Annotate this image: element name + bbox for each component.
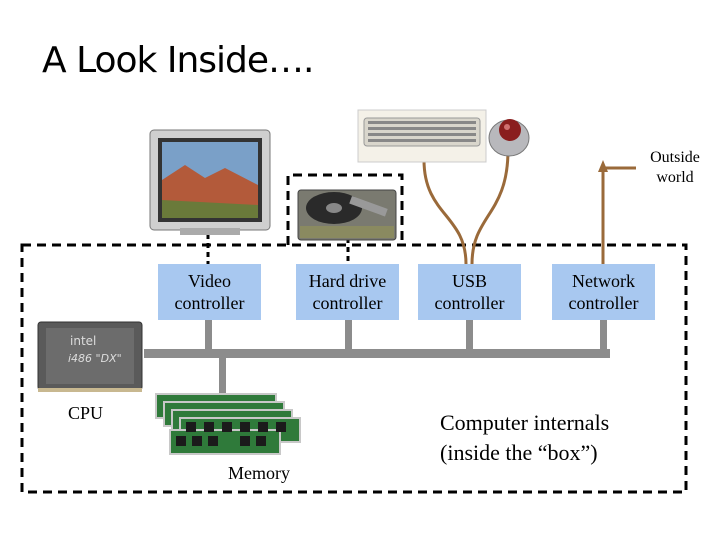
hard-drive-controller-line-2: controller — [312, 293, 383, 313]
hard-drive-controller-line-1: Hard drive — [308, 271, 387, 291]
network-arrow-head — [598, 160, 608, 172]
usb-controller-line-2: controller — [434, 293, 505, 313]
video-controller-line-2: controller — [174, 293, 245, 313]
bus-hdd-link — [345, 320, 352, 352]
outside-world-line-2: world — [656, 169, 694, 186]
outside-world-label: Outside world — [640, 148, 710, 188]
network-controller-line-2: controller — [568, 293, 639, 313]
computer-internals-caption: Computer internals (inside the “box”) — [440, 408, 609, 468]
trackball-icon — [488, 119, 530, 157]
system-bus — [144, 349, 610, 358]
video-controller-box: Video controller — [158, 264, 261, 320]
caption-line-2: (inside the “box”) — [440, 440, 598, 465]
outside-world-line-1: Outside — [650, 149, 700, 166]
computer-box-border — [20, 243, 688, 494]
monitor-icon — [149, 129, 271, 235]
bus-network-link — [600, 320, 607, 352]
bus-memory-link — [219, 356, 226, 396]
cpu-label: CPU — [68, 403, 104, 423]
keyboard-icon — [357, 109, 487, 163]
video-controller-line-1: Video — [188, 271, 231, 291]
usb-controller-line-1: USB — [451, 271, 487, 291]
bus-usb-link — [466, 320, 473, 352]
svg-text:i486 "DX": i486 "DX" — [68, 352, 122, 365]
caption-line-1: Computer internals — [440, 410, 610, 435]
network-cable — [601, 166, 636, 264]
memory-label: Memory — [228, 463, 290, 483]
memory-modules-icon — [155, 393, 301, 455]
usb-controller-box: USB controller — [418, 264, 521, 320]
slide-title: A Look Inside…. — [42, 40, 314, 81]
hard-drive-icon — [297, 189, 397, 241]
svg-text:intel: intel — [70, 334, 96, 348]
hard-drive-controller-box: Hard drive controller — [296, 264, 399, 320]
cpu-chip-icon: intel i486 "DX" — [37, 321, 143, 392]
mouse-usb-cable — [470, 149, 510, 265]
network-controller-line-1: Network — [572, 271, 635, 291]
hard-drive-bay-border — [286, 173, 404, 245]
network-controller-box: Network controller — [552, 264, 655, 320]
keyboard-usb-cable — [422, 159, 468, 265]
bus-video-link — [205, 320, 212, 352]
